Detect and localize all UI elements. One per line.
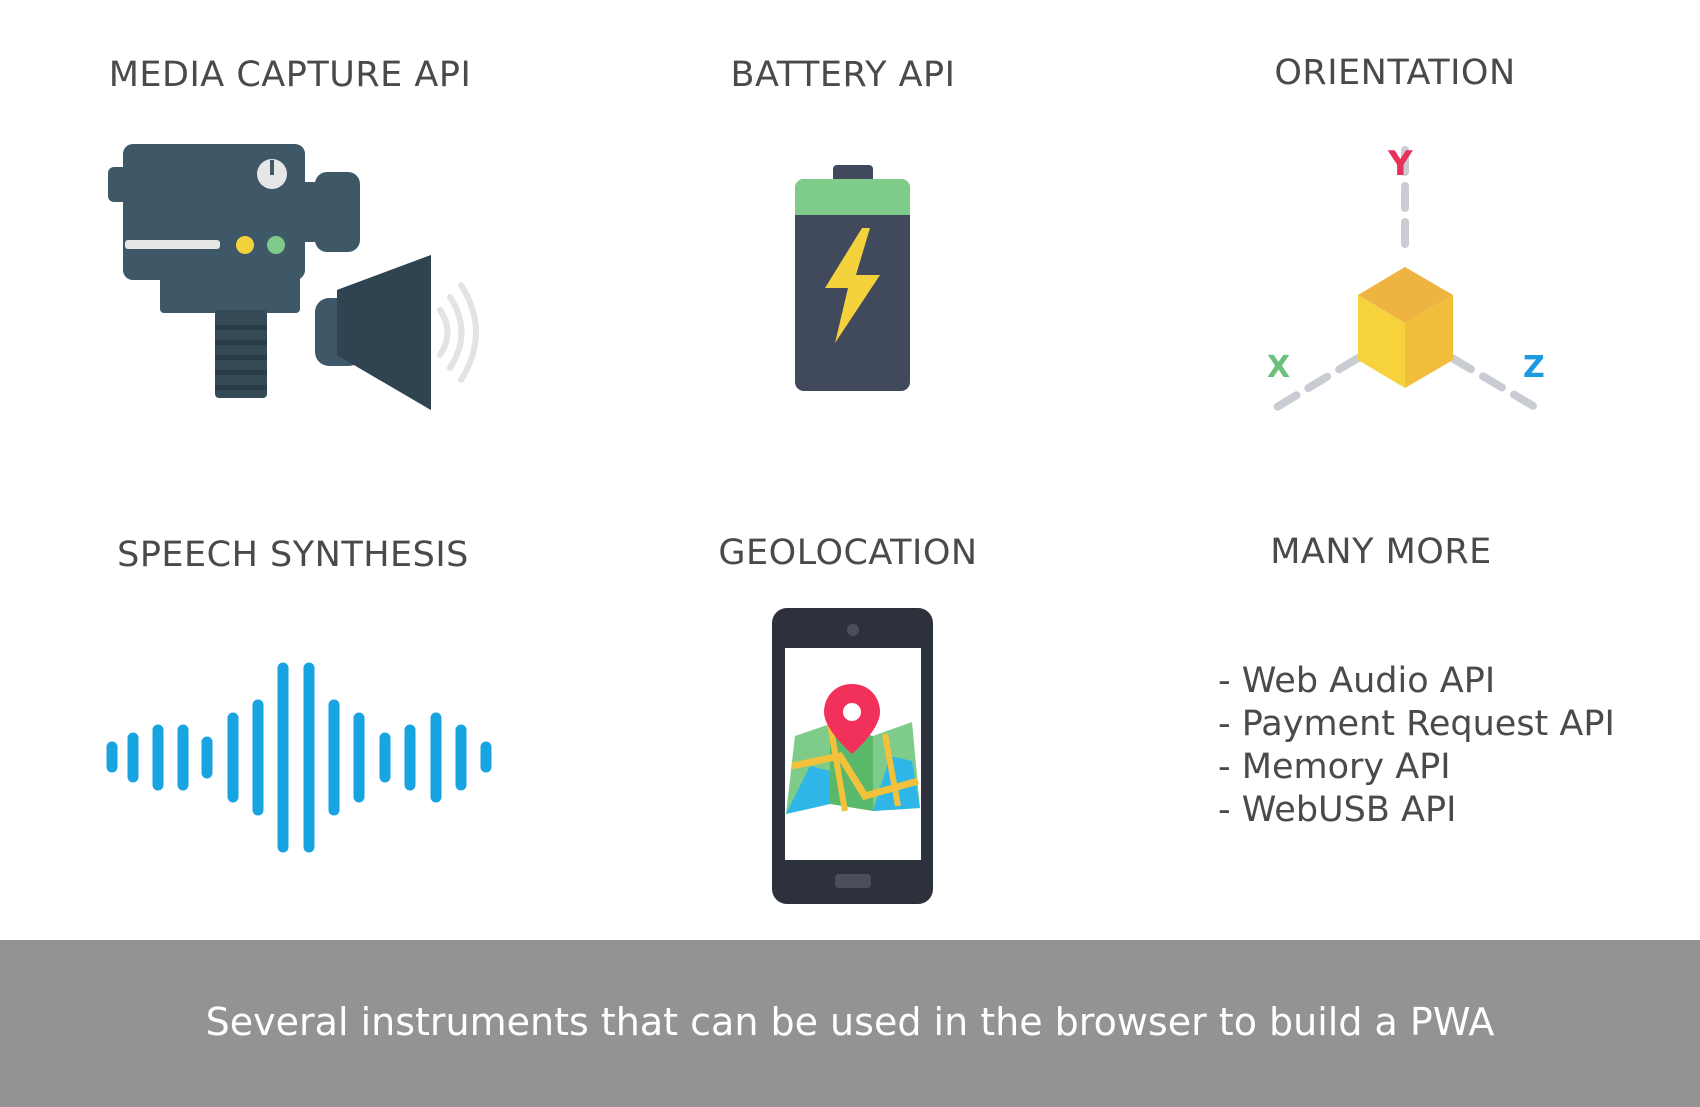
sound-wave-icon xyxy=(106,662,492,853)
list-item: - WebUSB API xyxy=(1218,790,1457,830)
tile-title-many-more: MANY MORE xyxy=(1270,532,1492,572)
list-item: - Payment Request API xyxy=(1218,704,1615,744)
axis-z-label: Z xyxy=(1523,350,1545,385)
axis-y-label: Y xyxy=(1387,145,1413,184)
tile-title-speech-synthesis: SPEECH SYNTHESIS xyxy=(117,535,469,575)
tile-title-orientation: ORIENTATION xyxy=(1274,53,1516,93)
orientation-cube-icon: Y X Z xyxy=(1267,145,1545,411)
list-item: - Web Audio API xyxy=(1218,661,1496,701)
tile-title-geolocation: GEOLOCATION xyxy=(718,533,978,573)
video-camera-speaker-icon xyxy=(108,144,479,410)
tile-title-media-capture: MEDIA CAPTURE API xyxy=(108,55,472,95)
battery-icon xyxy=(795,165,910,391)
caption-bar: Several instruments that can be used in … xyxy=(0,940,1700,1107)
more-apis-list: - Web Audio API - Payment Request API - … xyxy=(1218,660,1615,832)
tile-title-battery: BATTERY API xyxy=(730,55,956,95)
list-item: - Memory API xyxy=(1218,747,1451,787)
phone-map-pin-icon xyxy=(772,608,933,904)
axis-x-label: X xyxy=(1267,350,1290,385)
caption-text: Several instruments that can be used in … xyxy=(205,999,1495,1044)
